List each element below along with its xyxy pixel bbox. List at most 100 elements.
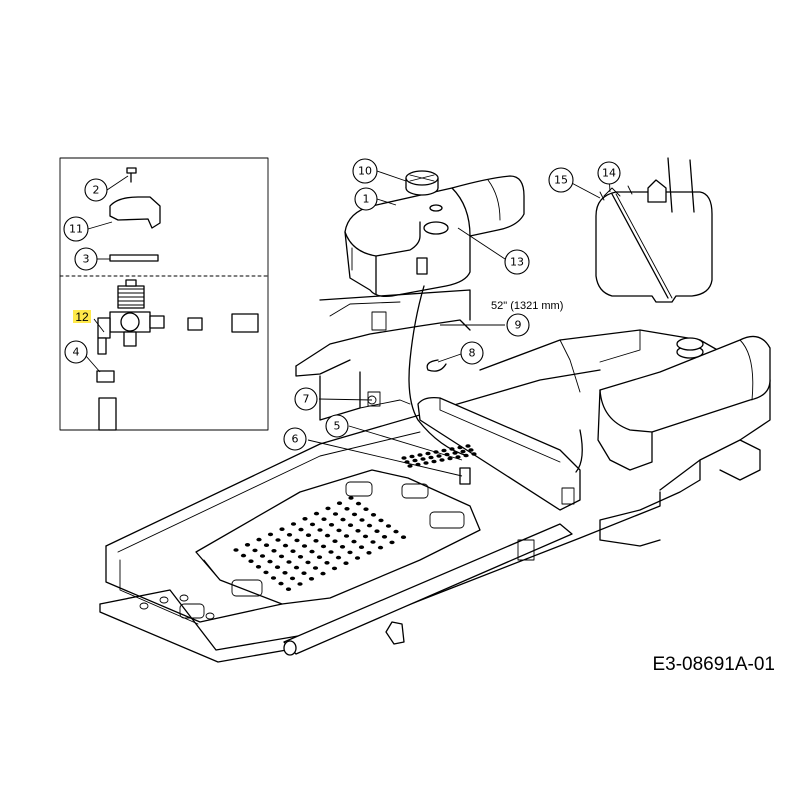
perforation-hole: [431, 459, 437, 464]
perforation-hole: [465, 444, 471, 448]
perforation-hole: [370, 513, 377, 517]
perforation-hole: [294, 538, 300, 543]
perforation-hole: [381, 535, 388, 539]
diagram-reference-code: E3-08691A-01: [652, 654, 775, 675]
perforation-hole: [301, 544, 308, 548]
svg-text:3: 3: [83, 253, 90, 266]
perforation-hole: [452, 451, 458, 455]
perforation-hole: [447, 456, 453, 461]
perforation-hole: [423, 461, 429, 465]
perforation-hole: [366, 523, 373, 528]
perforation-hole: [298, 527, 304, 532]
perforation-hole: [401, 456, 407, 460]
svg-text:8: 8: [469, 347, 476, 360]
perforation-hole: [343, 534, 350, 538]
callout-9: 9: [506, 313, 530, 337]
perforation-hole: [278, 554, 285, 559]
perforation-hole: [290, 522, 297, 526]
perforation-hole: [378, 518, 384, 523]
perforation-hole: [417, 453, 423, 457]
perforation-hole: [336, 528, 342, 533]
svg-text:2: 2: [93, 184, 100, 197]
perforation-hole: [285, 587, 292, 591]
perforation-hole: [385, 524, 392, 528]
perforation-hole: [240, 553, 247, 558]
mower-frame: [99, 289, 771, 663]
perforation-hole: [439, 458, 445, 462]
perforation-hole: [344, 507, 350, 511]
perforation-hole: [455, 455, 461, 459]
perforation-hole: [335, 555, 342, 560]
detail-inset: [59, 157, 269, 431]
callout-13: 13: [504, 249, 530, 275]
svg-text:6: 6: [292, 433, 299, 446]
perforation-hole: [393, 529, 399, 534]
perforation-hole: [313, 511, 320, 516]
perforation-hole: [289, 576, 296, 581]
perforation-hole: [436, 454, 442, 458]
perforation-hole: [309, 522, 316, 527]
callout-14: 14: [597, 161, 621, 185]
callout-4: 4: [64, 340, 88, 364]
bracket-part: [109, 196, 161, 229]
svg-text:10: 10: [358, 165, 372, 178]
fuel-hose-part: [408, 285, 469, 457]
perforation-hole: [297, 555, 304, 559]
hose-stub-part: [231, 313, 259, 333]
perforation-hole: [278, 581, 284, 586]
callout-5: 5: [325, 414, 349, 438]
clamp-part: [96, 370, 115, 383]
perforation-hole: [263, 543, 270, 547]
svg-text:12: 12: [75, 310, 89, 324]
perforated-step-pattern: [401, 444, 477, 468]
perforation-hole: [340, 517, 346, 522]
perforation-hole: [354, 556, 361, 560]
perforation-hole: [407, 464, 413, 468]
fuel-valve-part: [97, 279, 165, 355]
perforation-hole: [460, 449, 466, 454]
svg-text:14: 14: [602, 167, 616, 180]
perforation-hole: [428, 455, 434, 460]
perforation-hole: [275, 538, 281, 542]
perforation-hole: [332, 539, 338, 543]
perforation-hole: [271, 549, 277, 553]
perforation-hole: [449, 447, 455, 451]
perforation-hole: [267, 532, 274, 537]
svg-text:13: 13: [510, 256, 524, 269]
perforation-hole: [259, 554, 266, 558]
perforation-hole: [351, 512, 358, 517]
perforation-hole: [441, 448, 447, 453]
callout-10: 10: [352, 158, 378, 184]
svg-text:5: 5: [334, 420, 341, 433]
perforation-hole: [305, 533, 312, 537]
perforation-hole: [305, 560, 311, 565]
perforation-hole: [290, 549, 296, 553]
perforation-hole: [320, 571, 326, 576]
svg-text:11: 11: [69, 223, 83, 236]
retainer-part: [426, 359, 447, 372]
perforation-hole: [252, 548, 258, 553]
perforation-hole: [457, 445, 463, 450]
fuel-cap-part: [405, 170, 439, 196]
perforation-hole: [355, 529, 361, 533]
perforation-hole: [343, 561, 349, 565]
perforation-hole: [468, 448, 474, 452]
perforation-hole: [400, 535, 407, 539]
fuel-line-part: [98, 397, 117, 431]
perforation-hole: [358, 545, 365, 549]
perforation-hole: [317, 528, 323, 532]
perforation-hole: [233, 548, 239, 552]
perforation-hole: [313, 539, 319, 543]
perforation-hole: [331, 566, 338, 571]
perforation-hole: [412, 458, 418, 463]
perforation-hole: [301, 571, 307, 575]
perforation-hole: [312, 566, 319, 570]
perforated-floor-pattern: [233, 496, 407, 591]
perforation-hole: [286, 560, 292, 564]
perforation-hole: [328, 550, 334, 554]
hose-length-measurement: 52" (1321 mm): [491, 300, 563, 312]
perforation-hole: [363, 507, 369, 512]
callout-3: 3: [74, 247, 98, 271]
